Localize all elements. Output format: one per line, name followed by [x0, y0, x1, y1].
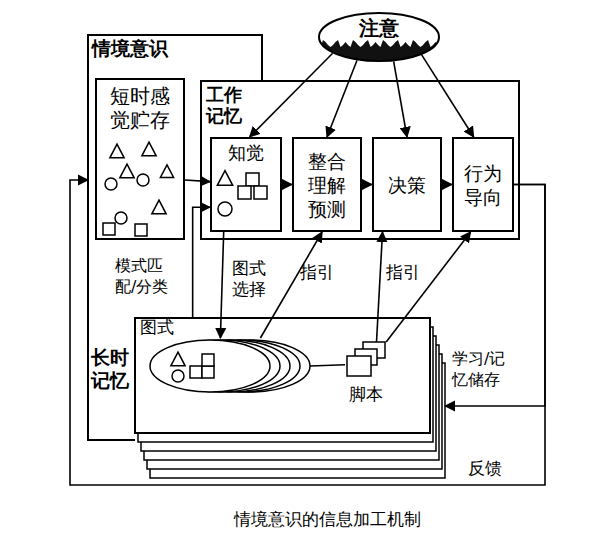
- process-box: 整合 理解 预测: [292, 137, 362, 232]
- connector-arrow: [362, 184, 372, 186]
- square-symbol: [202, 366, 214, 378]
- circle-symbol: [115, 212, 127, 224]
- connector-arrow: [377, 232, 383, 342]
- working-memory-box: 工作 记忆知觉整合 理解 预测决策行为 导向: [200, 80, 520, 240]
- connector-arrow: [70, 180, 545, 485]
- figure-caption: 情境意识的信息加工机制: [177, 508, 477, 531]
- edge-label: 指引: [300, 262, 334, 283]
- circle-symbol: [137, 174, 149, 186]
- sensory-store-box: 短时感 觉贮存: [95, 78, 185, 240]
- node-label: 注意: [318, 16, 440, 40]
- ellipse-fill: [319, 13, 439, 61]
- memory-box: [135, 318, 430, 433]
- triangle-symbol: [142, 142, 156, 156]
- square-symbol: [238, 186, 251, 199]
- circle-symbol: [105, 178, 117, 190]
- connector-arrow: [422, 55, 474, 137]
- connector-arrow: [386, 232, 470, 342]
- connector-arrow: [185, 180, 210, 182]
- node-shape: [135, 318, 445, 478]
- connector-arrow: [193, 207, 210, 318]
- schema-symbols: [171, 352, 214, 382]
- connector-arrow: [442, 184, 452, 186]
- edge-label: 图式 选择: [232, 258, 271, 300]
- triangle-symbol: [160, 165, 173, 178]
- connector-arrow: [327, 60, 357, 137]
- node-label: 长时 记忆: [91, 346, 133, 392]
- connector-arrow: [310, 365, 345, 366]
- schema-ellipse-stack: 图式: [150, 338, 310, 394]
- square-symbol: [202, 354, 214, 366]
- connector-arrow: [250, 53, 333, 137]
- process-box: 行为 导向: [452, 137, 514, 232]
- triangle-symbol: [171, 352, 185, 366]
- node-label: 知觉: [212, 142, 280, 164]
- ellipse-outline: [319, 13, 439, 61]
- circle-symbol: [172, 370, 184, 382]
- long-term-memory-stack: 长时 记忆图式脚本: [135, 318, 445, 478]
- perception-symbols: [217, 171, 267, 216]
- node-label: 整合 理解 预测: [294, 139, 360, 230]
- node-label: 行为 导向: [454, 139, 512, 230]
- node-label: 脚本: [341, 384, 391, 404]
- triangle-symbol: [152, 200, 166, 214]
- connector-arrow: [282, 184, 292, 186]
- edge-label: 指引: [386, 262, 420, 283]
- script-sheet: [347, 356, 371, 376]
- edge-label: 反馈: [468, 458, 502, 479]
- node-label: 情境意识: [92, 37, 168, 60]
- square-symbol: [135, 224, 147, 236]
- node-shape: [345, 342, 387, 380]
- script-sheets: [347, 342, 385, 376]
- square-symbol: [190, 366, 202, 378]
- connector-arrow: [394, 61, 407, 137]
- script-stack: 脚本: [345, 342, 387, 380]
- node-label: 工作 记忆: [206, 84, 246, 126]
- triangle-symbol: [110, 144, 124, 158]
- square-symbol: [246, 173, 259, 186]
- connector-arrow: [445, 185, 545, 407]
- node-label: 短时感 觉贮存: [97, 84, 183, 132]
- triangle-symbol: [217, 171, 232, 186]
- process-box: 知觉: [210, 137, 282, 232]
- node-label: 决策: [374, 139, 440, 230]
- square-symbol: [254, 186, 267, 199]
- sensory-symbols: [103, 142, 174, 236]
- node-shape: [150, 338, 310, 394]
- attention-ellipse: 注意: [318, 12, 440, 62]
- triangle-symbol: [120, 164, 134, 178]
- edge-label: 模式匹 配/分类: [115, 255, 173, 297]
- schema-ellipse: [150, 340, 270, 392]
- square-symbol: [103, 223, 115, 235]
- node-label: 图式: [140, 317, 174, 337]
- connector-arrow: [220, 232, 223, 338]
- process-box: 决策: [372, 137, 442, 232]
- edge-label: 学习/记 忆储存: [452, 348, 514, 390]
- shadow-blob: [318, 40, 440, 62]
- connector-arrow: [260, 232, 322, 338]
- circle-symbol: [218, 202, 232, 216]
